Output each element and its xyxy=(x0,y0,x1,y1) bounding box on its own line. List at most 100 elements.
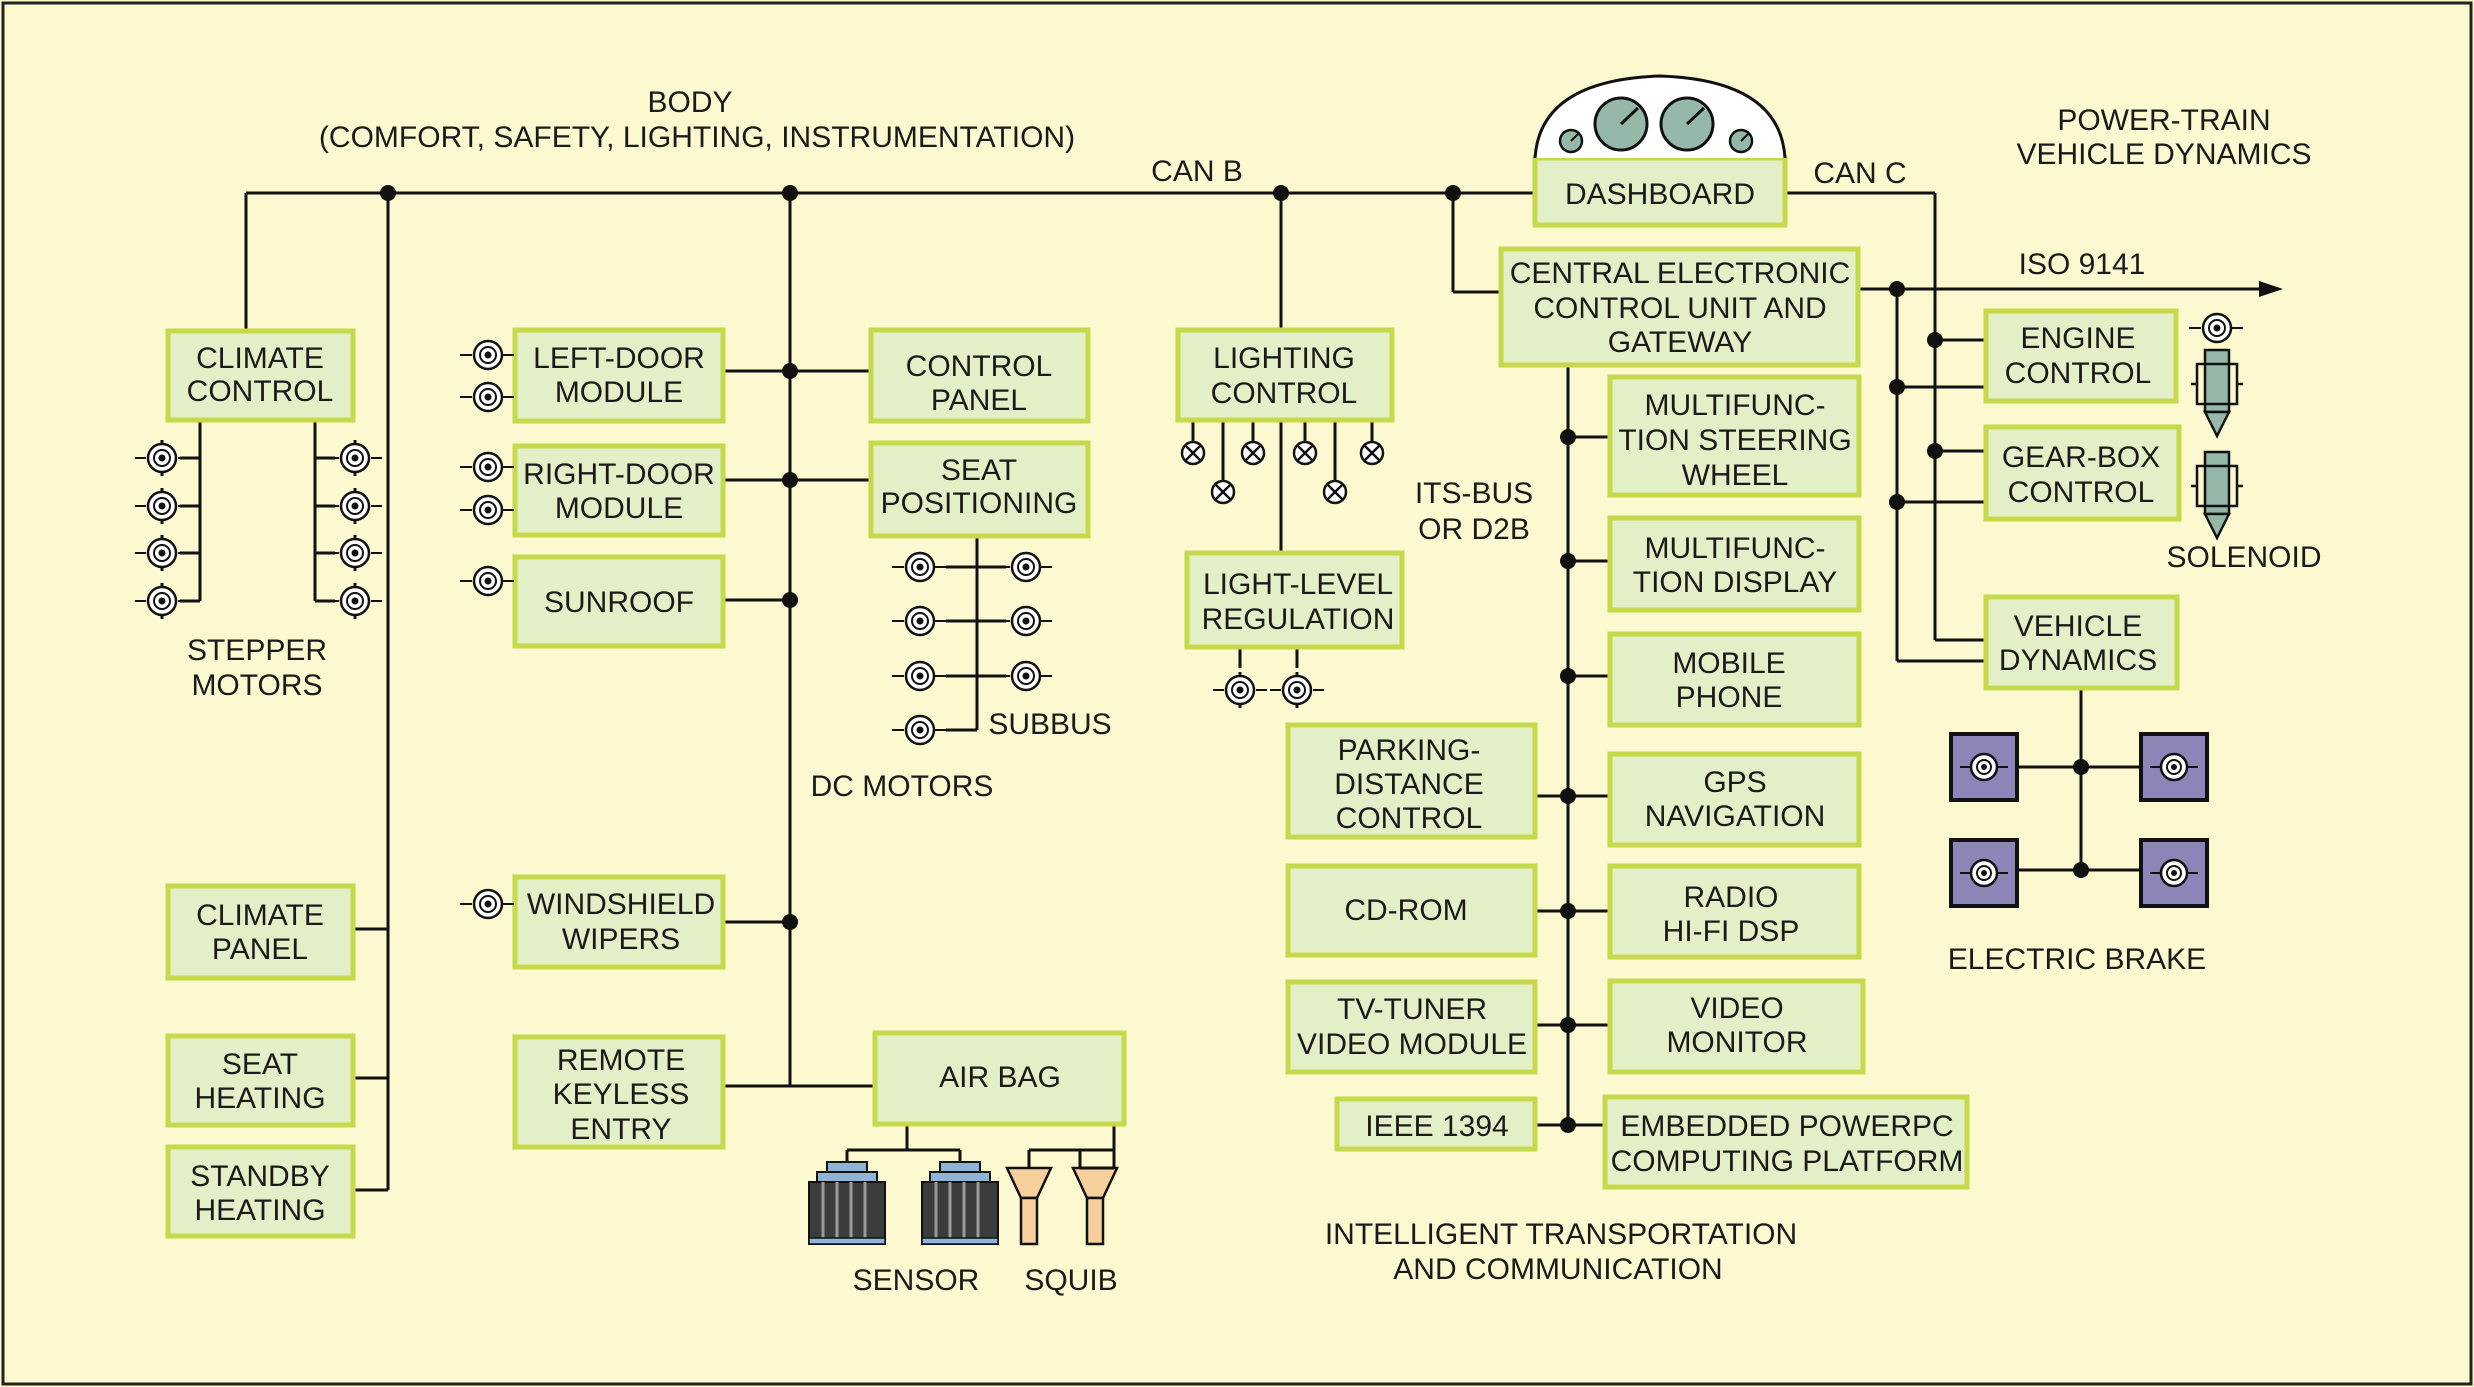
tv-tuner-label: VIDEO MODULE xyxy=(1297,1028,1527,1061)
remote-keyless-entry-box: REMOTE KEYLESS ENTRY xyxy=(512,1034,726,1150)
squib-label: SQUIB xyxy=(1024,1264,1117,1297)
lighting-control-box: LIGHTING CONTROL xyxy=(1175,327,1395,423)
gearbox-control-label: CONTROL xyxy=(2008,476,2155,509)
parking-label: CONTROL xyxy=(1336,802,1483,835)
body-section-subtitle: (COMFORT, SAFETY, LIGHTING, INSTRUMENTAT… xyxy=(319,121,1075,154)
its-bus-label: OR D2B xyxy=(1418,513,1530,546)
left-door-label: MODULE xyxy=(555,376,683,409)
dashboard-box: DASHBOARD xyxy=(1532,155,1788,228)
standby-heating-label: HEATING xyxy=(194,1194,325,1227)
brake-icon xyxy=(2139,732,2209,802)
right-door-label: MODULE xyxy=(555,492,683,525)
air-bag-label: AIR BAG xyxy=(939,1061,1061,1094)
its-section-subtitle: AND COMMUNICATION xyxy=(1393,1253,1722,1286)
ieee-1394-box: IEEE 1394 xyxy=(1334,1096,1538,1152)
junction-dots xyxy=(380,185,2089,1133)
light-level-regulation-box: LIGHT-LEVEL REGULATION xyxy=(1184,550,1405,650)
engine-control-box: ENGINE CONTROL xyxy=(1983,308,2179,404)
gearbox-control-label: GEAR-BOX xyxy=(2002,441,2160,474)
seat-heating-box: SEAT HEATING xyxy=(165,1033,356,1128)
gauge-icon xyxy=(1533,74,1787,159)
dashboard-label: DASHBOARD xyxy=(1565,178,1755,211)
cd-rom-box: CD-ROM xyxy=(1285,863,1538,958)
its-bus-label: ITS-BUS xyxy=(1415,477,1533,510)
powerpc-label: COMPUTING PLATFORM xyxy=(1611,1145,1964,1178)
body-section-title: BODY xyxy=(647,86,732,119)
radio-label: HI-FI DSP xyxy=(1663,915,1800,948)
multifunction-steering-wheel-box: MULTIFUNC- TION STEERING WHEEL xyxy=(1607,374,1862,498)
air-bag-box: AIR BAG xyxy=(872,1030,1127,1127)
standby-heating-box: STANDBY HEATING xyxy=(165,1144,356,1239)
electric-brake-label: ELECTRIC BRAKE xyxy=(1948,943,2206,976)
left-door-label: LEFT-DOOR xyxy=(533,342,705,375)
lamp-icon xyxy=(1359,440,1385,466)
control-panel-label: CONTROL xyxy=(906,350,1053,383)
multi-display-label: MULTIFUNC- xyxy=(1644,532,1825,565)
right-door-label: RIGHT-DOOR xyxy=(523,458,715,491)
remote-keyless-label: ENTRY xyxy=(570,1113,671,1146)
lighting-control-label: LIGHTING xyxy=(1213,342,1355,375)
powertrain-section-title: POWER-TRAIN xyxy=(2057,104,2270,137)
control-panel-box: CONTROL PANEL xyxy=(868,327,1091,424)
brake-icon xyxy=(2139,838,2209,908)
cd-rom-label: CD-ROM xyxy=(1344,894,1467,927)
light-level-label: LIGHT-LEVEL xyxy=(1203,568,1393,601)
radio-label: RADIO xyxy=(1683,881,1778,914)
steering-wheel-label: TION STEERING xyxy=(1618,424,1851,457)
left-door-module-box: LEFT-DOOR MODULE xyxy=(512,327,726,424)
mobile-phone-label: MOBILE xyxy=(1672,647,1785,680)
climate-panel-label: CLIMATE xyxy=(196,899,324,932)
sunroof-box: SUNROOF xyxy=(512,554,726,649)
tv-tuner-label: TV-TUNER xyxy=(1337,993,1487,1026)
mobile-phone-box: MOBILE PHONE xyxy=(1607,631,1862,728)
stepper-motors-label: STEPPER xyxy=(187,634,327,667)
control-panel-label: PANEL xyxy=(931,384,1027,417)
tv-tuner-video-module-box: TV-TUNER VIDEO MODULE xyxy=(1285,979,1538,1075)
engine-control-label: CONTROL xyxy=(2005,357,2152,390)
lamp-icon xyxy=(1292,440,1318,466)
mobile-phone-label: PHONE xyxy=(1676,681,1783,714)
parking-label: PARKING- xyxy=(1338,734,1481,767)
engine-control-label: ENGINE xyxy=(2020,322,2135,355)
climate-control-label: CONTROL xyxy=(187,375,334,408)
lamp-icon xyxy=(1180,440,1206,466)
radio-hifi-dsp-box: RADIO HI-FI DSP xyxy=(1607,863,1862,960)
seat-heating-label: HEATING xyxy=(194,1082,325,1115)
remote-keyless-label: KEYLESS xyxy=(553,1078,690,1111)
sunroof-label: SUNROOF xyxy=(544,586,694,619)
video-monitor-label: MONITOR xyxy=(1666,1026,1807,1059)
solenoid-label: SOLENOID xyxy=(2166,541,2321,574)
right-door-module-box: RIGHT-DOOR MODULE xyxy=(512,443,726,538)
sensor-label: SENSOR xyxy=(853,1264,980,1297)
stepper-motors-label: MOTORS xyxy=(191,669,322,702)
ieee-label: IEEE 1394 xyxy=(1365,1110,1508,1143)
central-ecu-gateway-box: CENTRAL ELECTRONIC CONTROL UNIT AND GATE… xyxy=(1498,246,1861,368)
light-level-label: REGULATION xyxy=(1202,603,1395,636)
vehicle-dynamics-box: VEHICLE DYNAMICS xyxy=(1983,594,2180,691)
lamp-icon xyxy=(1240,440,1266,466)
iso-arrow-icon xyxy=(2259,281,2283,297)
lighting-control-label: CONTROL xyxy=(1211,377,1358,410)
parking-distance-control-box: PARKING- DISTANCE CONTROL xyxy=(1285,722,1538,840)
powertrain-section-subtitle: VEHICLE DYNAMICS xyxy=(2016,138,2311,171)
central-ecu-label: GATEWAY xyxy=(1608,326,1752,359)
central-ecu-label: CENTRAL ELECTRONIC xyxy=(1510,257,1851,290)
can-c-label: CAN C xyxy=(1813,157,1906,190)
dc-motors-label: DC MOTORS xyxy=(811,770,994,803)
steering-wheel-label: MULTIFUNC- xyxy=(1644,389,1825,422)
windshield-label: WINDSHIELD xyxy=(527,888,715,921)
gps-label: NAVIGATION xyxy=(1645,800,1826,833)
lamp-icon xyxy=(1210,479,1236,505)
embedded-powerpc-box: EMBEDDED POWERPC COMPUTING PLATFORM xyxy=(1602,1094,1970,1190)
central-ecu-label: CONTROL UNIT AND xyxy=(1533,292,1826,325)
parking-label: DISTANCE xyxy=(1334,768,1483,801)
video-monitor-label: VIDEO xyxy=(1690,992,1783,1025)
brake-icon xyxy=(1949,732,2019,802)
sensor-icon xyxy=(807,1160,887,1246)
gps-label: GPS xyxy=(1703,766,1766,799)
can-b-label: CAN B xyxy=(1151,155,1243,188)
seat-heating-label: SEAT xyxy=(222,1048,298,1081)
gear-box-control-box: GEAR-BOX CONTROL xyxy=(1983,424,2182,522)
seat-positioning-label: POSITIONING xyxy=(881,487,1078,520)
